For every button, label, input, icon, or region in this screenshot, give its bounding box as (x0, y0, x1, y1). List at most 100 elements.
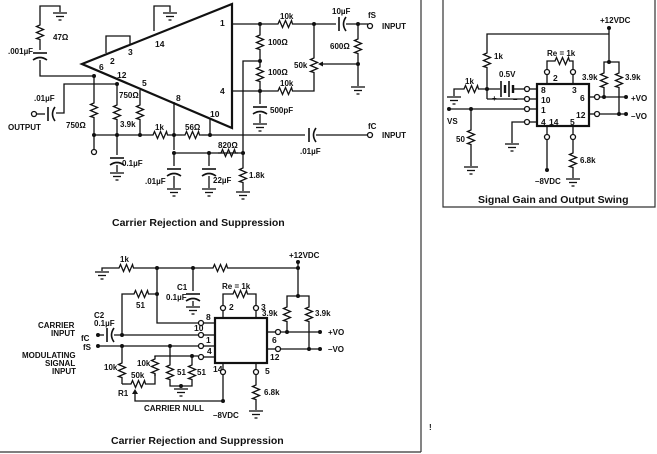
pin-4-label: 4 (541, 117, 546, 127)
pin-14-terminal[interactable] (543, 133, 551, 141)
fc-input-terminal[interactable] (366, 131, 374, 139)
pin-5-label: 5 (265, 366, 270, 376)
resistor-6-8k (251, 381, 261, 403)
carrier-input-label-1: CARRIER (38, 321, 75, 330)
ground-icon (248, 410, 264, 419)
vo-neg-terminal[interactable] (318, 347, 322, 351)
pin-8-terminal[interactable] (523, 85, 531, 93)
terminal-bottom[interactable] (90, 148, 98, 156)
resistor-50 (466, 126, 476, 148)
capacitor-10uf (338, 16, 347, 32)
resistor-51-top (130, 289, 152, 299)
pin-6-terminal[interactable] (274, 328, 282, 336)
label-3-9k-a: 3.9k (582, 73, 598, 82)
carrier-null-label: CARRIER NULL (144, 404, 204, 413)
resistor-3-9k (135, 101, 145, 123)
ground-icon (52, 12, 68, 21)
label-vo-neg: –VO (328, 345, 344, 354)
fs-label: fS (368, 11, 377, 20)
resistor-3-9k-a (599, 69, 609, 91)
pin-3-terminal[interactable] (569, 68, 577, 76)
resistor-1k (115, 263, 137, 273)
label-51-b: 51 (197, 368, 206, 377)
label-10uf: 10µF (332, 7, 351, 16)
amplifier-triangle (79, 2, 234, 130)
label-750ohm-b: 750Ω (119, 91, 139, 100)
ground-icon (109, 172, 125, 181)
label-22uf: 22µF (213, 176, 232, 185)
label-50k: 50k (131, 371, 145, 380)
label-c2: C2 (94, 311, 105, 320)
pin-5-terminal[interactable] (569, 133, 577, 141)
pin-1-terminal[interactable] (523, 105, 531, 113)
capacitor-c1 (185, 293, 201, 302)
resistor-10k-b (150, 355, 160, 377)
label-10k-bottom: 10k (280, 79, 294, 88)
label-3-9k: 3.9k (120, 120, 136, 129)
fs-input-terminal[interactable] (366, 22, 374, 30)
vo-pos-terminal[interactable] (318, 330, 322, 334)
label-820ohm: 820Ω (218, 141, 238, 150)
potentiometer-50k[interactable] (127, 379, 149, 389)
mod-input-label-3: INPUT (52, 367, 76, 376)
pin-4-terminal[interactable] (197, 353, 205, 361)
fs-label: fS (83, 343, 92, 352)
resistor-1k (149, 130, 171, 140)
battery-icon (500, 81, 515, 97)
pin-1-terminal[interactable] (197, 342, 205, 350)
label-01uf-fc: .01µF (300, 147, 321, 156)
mod-input-label-1: MODULATING (22, 351, 76, 360)
resistor-600ohm (353, 35, 363, 57)
label-re-1k: Re = 1k (222, 282, 251, 291)
pin-5-label: 5 (142, 78, 147, 88)
resistor-6-8k (568, 149, 578, 171)
pin-10-label: 10 (541, 95, 551, 105)
label-c1: C1 (177, 283, 188, 292)
pin-4-terminal[interactable] (523, 118, 531, 126)
ground-icon (94, 271, 110, 280)
pin-2-terminal[interactable] (543, 68, 551, 76)
pin-1-label: 1 (220, 18, 225, 28)
label-vo-pos: +VO (328, 328, 344, 337)
caption-bottom-left: Carrier Rejection and Suppression (111, 435, 284, 447)
pin-3-terminal[interactable] (252, 304, 260, 312)
pin-6-terminal[interactable] (593, 93, 601, 101)
fc-input-label: INPUT (382, 131, 406, 140)
pin-14-terminal[interactable] (219, 368, 227, 376)
label-10k-top: 10k (280, 12, 294, 21)
label-6-8k: 6.8k (580, 156, 596, 165)
ground-icon (446, 96, 462, 105)
label-1-8k: 1.8k (249, 171, 265, 180)
label-12vdc: +12VDC (600, 16, 631, 25)
label-12vdc: +12VDC (289, 251, 320, 260)
output-terminal[interactable] (30, 110, 38, 118)
resistor-10k-a (117, 359, 127, 381)
ground-icon (166, 188, 182, 197)
pin-10-terminal[interactable] (523, 95, 531, 103)
label-1k-horizontal: 1k (465, 77, 474, 86)
label-vo-neg: –VO (631, 112, 647, 121)
pin-5-terminal[interactable] (252, 368, 260, 376)
pin-12-terminal[interactable] (593, 110, 601, 118)
resistor-re-1k (229, 289, 251, 299)
label-1k: 1k (155, 123, 164, 132)
pin-14-label: 14 (155, 39, 165, 49)
vo-pos-terminal[interactable] (624, 95, 628, 99)
pin-2-label: 2 (229, 302, 234, 312)
pin-8-label: 8 (176, 93, 181, 103)
label-1k: 1k (120, 255, 129, 264)
vo-neg-terminal[interactable] (624, 112, 628, 116)
capacitor-001uf (32, 52, 48, 61)
pin-2-terminal[interactable] (219, 304, 227, 312)
pin-6-label: 6 (99, 62, 104, 72)
caption-right: Signal Gain and Output Swing (478, 194, 629, 206)
potentiometer-50k[interactable] (309, 54, 319, 76)
pin-6-label: 6 (580, 93, 585, 103)
label-56ohm: 56Ω (185, 123, 201, 132)
pin-10-terminal[interactable] (197, 331, 205, 339)
label-001uf: .001µF (8, 47, 33, 56)
label-500pf: 500pF (270, 106, 293, 115)
pin-1-label: 1 (206, 335, 211, 345)
ground-icon (201, 188, 217, 197)
pin-12-terminal[interactable] (274, 345, 282, 353)
